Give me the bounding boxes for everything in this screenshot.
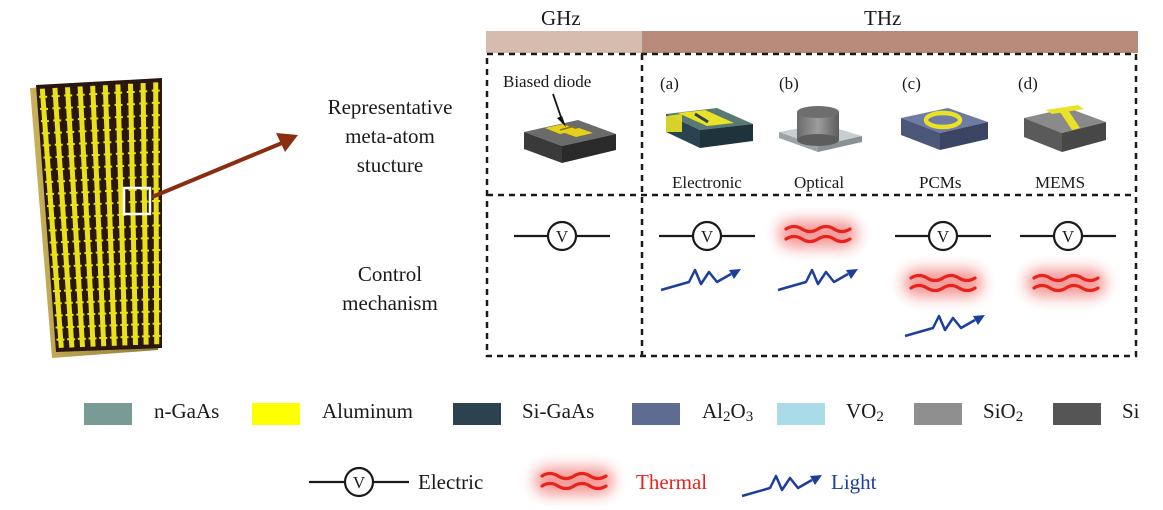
legend-electric-label: Electric <box>418 470 484 494</box>
legend-thermal-label: Thermal <box>636 470 708 494</box>
svg-text:V: V <box>937 227 950 246</box>
ghz-band-bar <box>486 31 642 53</box>
b-thermal-icon <box>778 220 858 248</box>
c-light-icon <box>904 314 985 338</box>
swatch-vo2 <box>777 403 825 425</box>
legend-si: Si <box>1122 399 1140 423</box>
device-c-pcm <box>901 108 988 150</box>
legend-n-gaas: n-GaAs <box>154 399 220 423</box>
b-light-icon <box>777 268 858 292</box>
metasurface-stripes <box>39 82 161 348</box>
swatch-sio2 <box>914 403 962 425</box>
device-b-caption: Optical <box>794 173 845 192</box>
device-a-letter: (a) <box>660 74 679 93</box>
c-electric-icon: V <box>895 220 991 252</box>
svg-text:V: V <box>701 227 714 246</box>
legend-light-icon <box>741 474 822 498</box>
a-electric-icon: V <box>659 220 755 252</box>
thz-band-label: THz <box>864 6 902 30</box>
dashed-table <box>485 52 1138 358</box>
c-thermal-icon <box>903 269 983 297</box>
ghz-electric-icon: V <box>514 220 610 252</box>
swatch-si-gaas <box>453 403 501 425</box>
swatch-si <box>1053 403 1101 425</box>
device-b-letter: (b) <box>779 74 799 93</box>
legend-electric-icon: V <box>309 466 409 498</box>
row-label-structure: Representative meta-atom stucture <box>300 93 480 180</box>
swatch-n-gaas <box>84 403 132 425</box>
row-label-control: Control mechanism <box>300 260 480 318</box>
legend-al2o3: Al2O3 <box>702 399 754 425</box>
swatch-al2o3 <box>632 403 680 425</box>
legend-sio2: SiO2 <box>983 399 1024 425</box>
mechanism-legend-icons: V <box>309 466 822 498</box>
diode-pointer-head <box>557 116 566 127</box>
device-c-letter: (c) <box>902 74 921 93</box>
device-b-optical <box>779 106 862 152</box>
biased-diode-device <box>524 93 616 163</box>
device-a-electronic <box>666 108 753 148</box>
svg-text:V: V <box>556 227 569 246</box>
row-label-structure-line-1: Representative <box>327 95 453 119</box>
svg-text:V: V <box>1062 227 1075 246</box>
swatch-aluminum <box>252 403 300 425</box>
selected-unit-cell-box <box>122 186 152 216</box>
ghz-band-label: GHz <box>541 6 581 30</box>
legend-si-gaas: Si-GaAs <box>522 399 595 423</box>
a-light-icon <box>660 268 741 292</box>
row-label-structure-line-2: meta-atom <box>345 124 435 148</box>
device-c-caption: PCMs <box>919 173 962 192</box>
thz-band-bar <box>642 31 1138 53</box>
row-label-control-line-1: Control <box>357 262 423 286</box>
zoom-arrow <box>151 133 298 199</box>
legend-aluminum: Aluminum <box>322 399 414 423</box>
metasurface-sample <box>30 78 162 358</box>
device-d-caption: MEMS <box>1035 173 1086 192</box>
legend-thermal-icon <box>534 467 614 495</box>
row-label-structure-line-3: stucture <box>356 153 424 177</box>
d-thermal-icon <box>1026 269 1106 297</box>
row-label-control-line-2: mechanism <box>342 291 438 315</box>
device-d-mems <box>1024 105 1106 152</box>
d-electric-icon: V <box>1020 220 1116 252</box>
legend-light-label: Light <box>831 470 877 494</box>
device-d-letter: (d) <box>1018 74 1038 93</box>
biased-diode-caption: Biased diode <box>503 72 592 91</box>
legend-vo2: VO2 <box>846 399 884 425</box>
device-a-caption: Electronic <box>672 173 742 192</box>
svg-text:V: V <box>353 473 366 492</box>
